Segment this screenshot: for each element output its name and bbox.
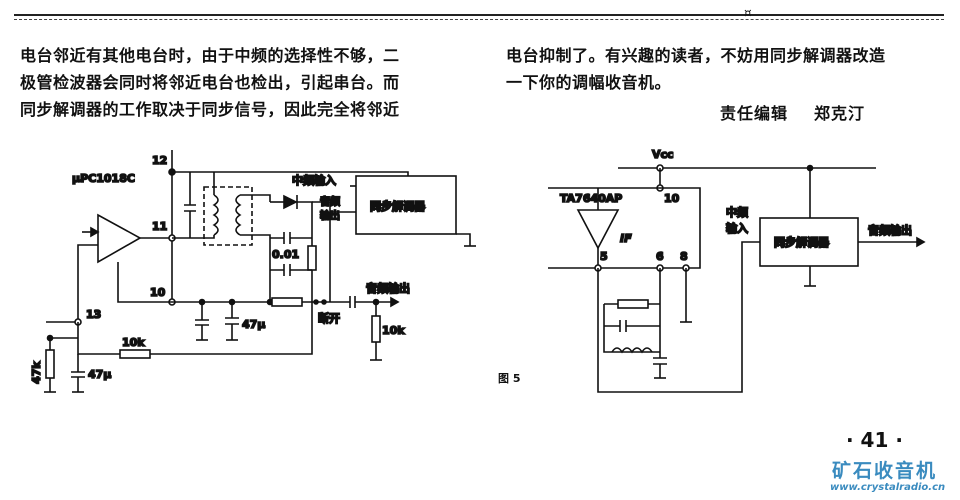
wire xyxy=(270,232,312,244)
editor-credit: 责任编辑 郑克汀 xyxy=(720,100,891,124)
if-mark-label: IF xyxy=(620,232,632,245)
wire xyxy=(312,201,331,302)
pin-label: 13 xyxy=(86,308,101,321)
resistor xyxy=(271,297,303,307)
pin-label: 8 xyxy=(680,250,688,263)
if-input-label: 中频输入 xyxy=(292,173,336,187)
resistor xyxy=(617,299,649,309)
pin-label: 10 xyxy=(150,286,166,299)
right-circuit: Vcc TA7640AP IF 10 5 6 8 中频 输入 同步解调器 音频输… xyxy=(548,147,926,393)
amplifier-symbol xyxy=(97,213,142,264)
switch-contact xyxy=(313,299,319,305)
top-rule xyxy=(14,14,944,22)
figure-caption: 图 5 xyxy=(498,372,521,385)
resistor-value-label: 10k xyxy=(382,324,405,337)
article-line: 极管检波器会同时将邻近电台也检出，引起串台。而 xyxy=(20,73,400,92)
wire xyxy=(653,268,667,378)
wire xyxy=(172,172,215,239)
resistor xyxy=(307,245,317,271)
page-number: · 41 · xyxy=(846,428,903,452)
ic-name-label: μPC1018C xyxy=(72,172,135,185)
pin-label: 11 xyxy=(152,220,167,233)
wire xyxy=(548,187,701,269)
wire xyxy=(456,233,471,246)
coil xyxy=(212,194,219,236)
article-line: 电台邻近有其他电台时，由于中频的选择性不够，二 xyxy=(20,46,400,65)
audio-output-label: 音频输出 xyxy=(868,223,912,237)
if-input-label: 中频 xyxy=(726,205,748,219)
arrow-head xyxy=(916,236,926,248)
article-line: 一下你的调幅收音机。 xyxy=(506,73,672,92)
capacitor-value-label: 0.01 xyxy=(272,248,299,261)
wire xyxy=(330,296,376,308)
wire xyxy=(597,241,760,393)
wire xyxy=(71,354,85,392)
if-transformer-shield xyxy=(203,186,253,246)
watermark-brand: 矿石收音机 xyxy=(832,460,938,482)
resistor-value-label: 47k xyxy=(30,361,43,384)
audio-output-label: 音频输出 xyxy=(366,281,410,295)
arrow-head xyxy=(90,226,100,238)
corner-mark: ¤ xyxy=(744,6,752,20)
resistor xyxy=(119,349,151,359)
article-right-column: 电台抑制了。有兴趣的读者，不妨用同步解调器改造 一下你的调幅收音机。 xyxy=(506,42,946,96)
sync-demodulator-block xyxy=(355,175,457,235)
capacitor-value-label: 47μ xyxy=(242,318,265,331)
pin-label: 10 xyxy=(664,192,680,205)
wire xyxy=(184,172,196,238)
audio-out-label: 音频 xyxy=(320,195,340,208)
vcc-label: Vcc xyxy=(652,148,674,161)
chip-name-label: TA7640AP xyxy=(560,192,622,205)
demodulator-label: 同步解调器 xyxy=(370,199,426,213)
resistor-value-label: 10k xyxy=(122,336,145,349)
demodulator-label: 同步解调器 xyxy=(774,235,830,249)
if-amplifier-symbol xyxy=(576,209,620,250)
article-line: 同步解调器的工作取决于同步信号，因此完全将邻近 xyxy=(20,100,400,119)
if-input-label: 输入 xyxy=(726,221,748,235)
pin-label: 12 xyxy=(152,154,167,167)
editor-name: 郑克汀 xyxy=(814,104,866,123)
wire xyxy=(77,244,98,322)
pin-label: 5 xyxy=(600,250,608,263)
pin-label: 6 xyxy=(656,250,664,263)
capacitor-value-label: 47μ xyxy=(88,368,111,381)
resistor xyxy=(371,315,381,343)
wire xyxy=(117,262,172,303)
audio-out-label: 输出 xyxy=(320,209,340,222)
watermark-url: www.crystalradio.cn xyxy=(830,482,946,493)
wire xyxy=(195,302,209,340)
sync-demodulator-block xyxy=(759,217,859,267)
wire xyxy=(225,302,239,340)
wire xyxy=(240,194,271,302)
resistor xyxy=(45,349,55,379)
article-left-column: 电台邻近有其他电台时，由于中频的选择性不够，二 极管检波器会同时将邻近电台也检出… xyxy=(20,42,450,123)
editor-label: 责任编辑 xyxy=(720,104,789,123)
switch-contact xyxy=(321,299,327,305)
left-circuit: μPC1018C 12 11 10 13 中频输入 音频 输出 同步解调器 0.… xyxy=(29,150,476,393)
wire xyxy=(270,264,312,276)
switch-label: 断开 xyxy=(318,311,340,325)
wire xyxy=(604,320,660,332)
coil xyxy=(235,194,242,236)
wire xyxy=(77,322,120,355)
article-line: 电台抑制了。有兴趣的读者，不妨用同步解调器改造 xyxy=(506,46,886,65)
wire xyxy=(150,302,313,355)
diode-symbol xyxy=(283,194,298,210)
arrow-head xyxy=(390,296,400,308)
wire xyxy=(603,304,660,353)
coil xyxy=(611,347,653,354)
